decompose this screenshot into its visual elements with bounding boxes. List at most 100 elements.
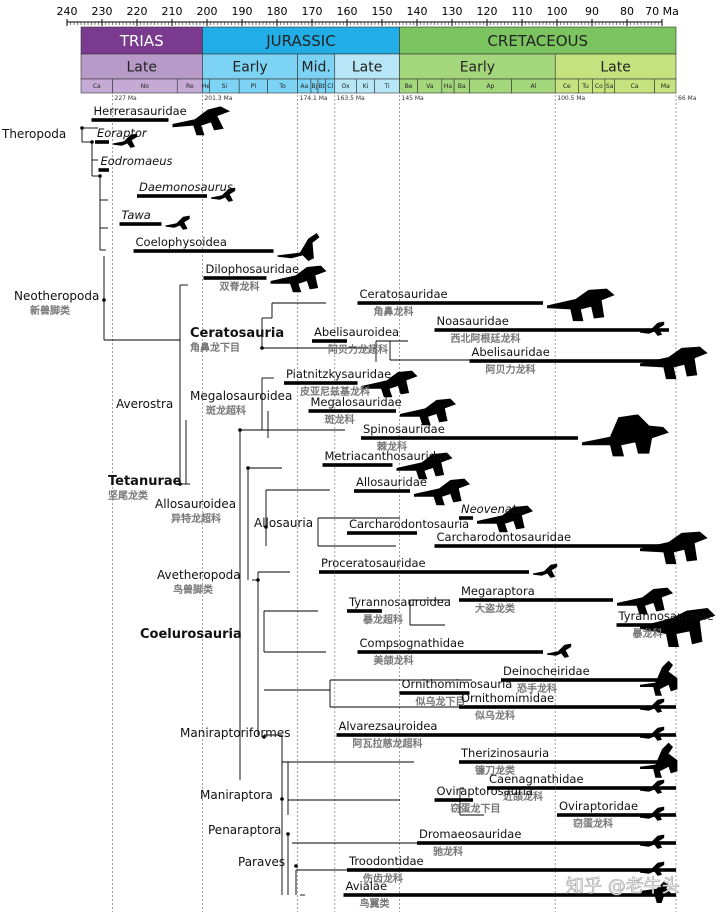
axis-tick-label: 140 — [407, 5, 428, 18]
axis-tick-label: 130 — [442, 5, 463, 18]
stage-label: Ma — [661, 83, 670, 90]
clade-node-label-chinese: 异特龙超科 — [171, 512, 221, 525]
range-bar — [357, 650, 543, 654]
clade-node-label-chinese: 角鼻龙下目 — [190, 341, 240, 354]
range-label-chinese: 西北阿根廷龙科 — [451, 332, 521, 345]
period-label: TRIAS — [119, 32, 164, 50]
range-bar — [284, 381, 358, 385]
clade-node-label: Neotheropoda — [14, 289, 99, 303]
range-bar — [347, 868, 676, 872]
stage-label: Cl — [327, 83, 333, 90]
dinosaur-silhouette — [477, 505, 533, 533]
stage-label: Pl — [251, 83, 257, 90]
stratigraphic-ranges — [91, 106, 716, 903]
dinosaur-silhouette — [414, 478, 470, 506]
axis-tick-label: 90 — [585, 5, 599, 18]
dinosaur-silhouette — [113, 133, 138, 148]
range-bar — [95, 140, 109, 144]
range-label: Tyrannosauroidea — [348, 595, 451, 609]
clade-node-label-chinese: 斑龙超科 — [206, 404, 246, 417]
range-label: Abelisauroidea — [314, 325, 399, 339]
range-bar — [336, 733, 676, 737]
stage-label: Re — [186, 83, 194, 90]
range-label: Noasauridae — [437, 314, 509, 328]
range-label: Carcharodontosauridae — [437, 530, 572, 544]
range-label: Coelophysoidea — [136, 235, 227, 249]
range-label: Herrerasauridae — [94, 104, 187, 118]
clade-node-label: Theropoda — [1, 127, 66, 141]
stage-label: Ox — [341, 83, 350, 90]
range-label: Carcharodontosauria — [349, 517, 469, 531]
range-label: Deinocheiridae — [503, 664, 590, 678]
range-label: Ceratosauridae — [360, 287, 448, 301]
dinosaur-silhouette — [640, 531, 708, 565]
tree-node — [294, 864, 298, 868]
clade-node-label: Coelurosauria — [140, 627, 242, 642]
clade-node-label: Paraves — [238, 855, 285, 869]
range-label-chinese: 似乌龙下目 — [415, 695, 466, 708]
range-label: Ornithomimidae — [461, 691, 554, 705]
stage-label: Aa — [300, 83, 308, 90]
clade-node-label: Ceratosauria — [190, 326, 284, 341]
dinosaur-silhouette — [277, 233, 320, 261]
axis-tick-label: 180 — [267, 5, 288, 18]
stage-label: Ca — [93, 83, 101, 90]
clade-node-label-chinese: 鸟兽脚类 — [173, 583, 213, 596]
range-label: Alvarezsauroidea — [339, 719, 438, 733]
axis-tick-label: 220 — [127, 5, 148, 18]
dinosaur-silhouette — [640, 660, 678, 696]
stage-label: Ti — [383, 83, 389, 90]
range-label: Abelisauridae — [472, 345, 550, 359]
range-label: Ornithomimosauria — [402, 677, 513, 691]
tree-node — [280, 797, 284, 801]
range-label: Spinosauridae — [363, 422, 445, 436]
epoch-cell — [554, 53, 677, 80]
dinosaur-silhouette — [640, 881, 672, 903]
boundary-age-label: 174.1 Ma — [300, 95, 328, 102]
axis-tick-label: 160 — [337, 5, 358, 18]
range-bar — [354, 489, 410, 493]
boundary-age-label: 163.5 Ma — [337, 95, 365, 102]
epoch-cell — [202, 53, 298, 80]
range-bar — [434, 544, 676, 548]
dinosaur-silhouette — [547, 288, 615, 322]
dinosaur-silhouette — [533, 563, 558, 578]
axis-tick-label: 110 — [512, 5, 533, 18]
epoch-cell — [334, 53, 400, 80]
clade-node-label: Maniraptora — [200, 788, 273, 802]
stage-label: Bt — [319, 83, 326, 90]
range-label-chinese: 阿贝力龙科 — [486, 363, 536, 376]
range-label: Dilophosauridae — [206, 262, 300, 276]
range-label-chinese: 皮亚尼兹基龙科 — [299, 385, 370, 398]
range-bar — [319, 570, 529, 574]
tree-node — [80, 126, 84, 130]
range-bar — [137, 194, 207, 198]
range-label-chinese: 鸟翼类 — [360, 897, 390, 910]
axis-tick-label: 170 — [302, 5, 323, 18]
boundary-age-label: 100.5 Ma — [557, 95, 585, 102]
range-bar — [347, 609, 382, 613]
period-cell — [80, 26, 203, 55]
range-label: Daemonosaurus — [139, 180, 233, 194]
range-label: Caenagnathidae — [489, 772, 584, 786]
epoch-label: Late — [600, 60, 630, 76]
range-label-chinese: 暴龙科 — [632, 627, 663, 640]
tree-node — [246, 466, 250, 470]
dinosaur-silhouette — [582, 414, 669, 457]
range-bar — [312, 339, 347, 343]
tree-node — [262, 735, 266, 739]
dinosaur-silhouette — [547, 643, 572, 658]
clade-node-label: Averostra — [116, 397, 173, 411]
boundary-age-label: 227 Ma — [115, 95, 138, 102]
range-label-chinese: 驰龙科 — [433, 845, 463, 858]
range-bar — [557, 813, 676, 817]
stage-label: Ba — [458, 83, 466, 90]
epoch-label: Early — [460, 60, 495, 76]
range-label-chinese: 阿瓦拉慈龙超科 — [353, 737, 423, 750]
range-bar — [487, 786, 676, 790]
range-label-chinese: 角鼻龙科 — [374, 305, 414, 318]
clade-node-label: Allosauroidea — [155, 497, 236, 511]
range-label-chinese: 大盗龙类 — [475, 602, 515, 615]
